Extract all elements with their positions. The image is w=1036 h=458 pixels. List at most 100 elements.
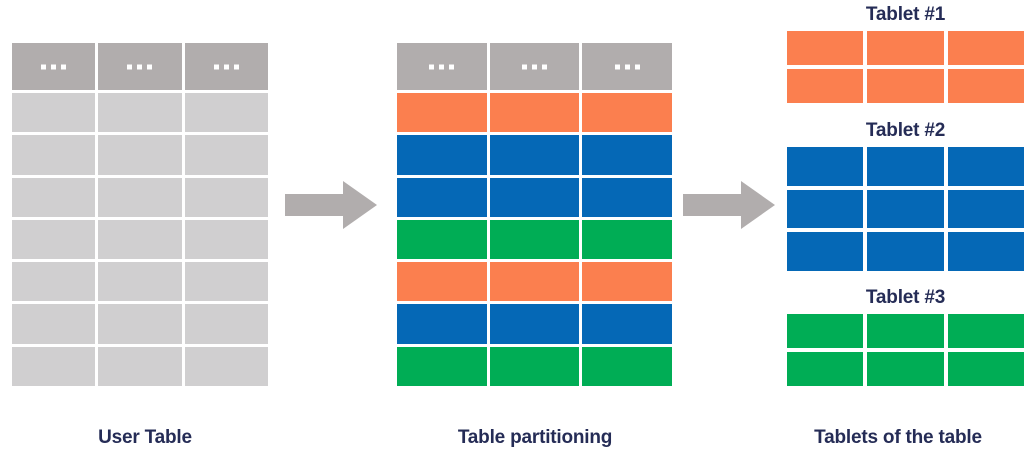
partitioned-table-cell bbox=[582, 177, 673, 217]
user-table-row bbox=[12, 93, 268, 133]
partitioned-table-row bbox=[397, 135, 673, 175]
user-table-cell bbox=[98, 177, 182, 217]
tablet-2-cell bbox=[947, 147, 1024, 186]
ellipsis-icon bbox=[582, 64, 672, 69]
user-table-cell bbox=[184, 304, 268, 344]
partitioned-table-cell bbox=[582, 93, 673, 133]
tablet-3-table bbox=[787, 314, 1024, 386]
partitioned-table-cell bbox=[582, 135, 673, 175]
user-table-cell bbox=[12, 304, 96, 344]
ellipsis-icon bbox=[490, 64, 580, 69]
partitioned-table-row bbox=[397, 93, 673, 133]
partitioned-table-row bbox=[397, 346, 673, 386]
user-table-cell bbox=[12, 93, 96, 133]
tablet-1-title: Tablet #1 bbox=[865, 4, 946, 25]
tablet-2-cell bbox=[787, 189, 864, 229]
partitioned-table-cell bbox=[397, 262, 487, 302]
tablet-3-cell bbox=[787, 352, 864, 386]
ellipsis-icon bbox=[185, 64, 268, 69]
tablet-1-table bbox=[787, 31, 1024, 103]
user-table-cell bbox=[184, 177, 268, 217]
user-table-cell bbox=[98, 135, 182, 175]
user-table-row bbox=[12, 346, 268, 386]
user-table-cell bbox=[184, 262, 268, 302]
user-table-header-row bbox=[12, 43, 268, 90]
partitioned-table-cell bbox=[489, 346, 580, 386]
user-table-header-cell bbox=[184, 43, 268, 90]
tablet-3-cell bbox=[867, 352, 944, 386]
partitioned-table-header-row bbox=[397, 43, 673, 90]
user-table-cell bbox=[12, 219, 96, 260]
user-table-row bbox=[12, 219, 268, 260]
user-table-cell bbox=[184, 93, 268, 133]
partitioned-table-cell bbox=[489, 262, 580, 302]
partitioned-table-cell bbox=[397, 304, 487, 344]
caption-user-table: User Table bbox=[98, 427, 192, 448]
user-table-cell bbox=[184, 219, 268, 260]
tablet-2-cell bbox=[867, 232, 944, 272]
user-table-row bbox=[12, 262, 268, 302]
partitioned-table-header-cell bbox=[582, 43, 673, 90]
user-table-header-cell bbox=[12, 43, 96, 90]
tablet-3-cell bbox=[947, 352, 1024, 386]
user-table-row bbox=[12, 135, 268, 175]
tablet-3-cell bbox=[787, 314, 864, 348]
partitioned-table-cell bbox=[489, 93, 580, 133]
user-table-cell bbox=[98, 93, 182, 133]
tablet-2-title: Tablet #2 bbox=[865, 120, 946, 141]
tablet-1-cell bbox=[947, 31, 1024, 65]
user-table-cell bbox=[184, 135, 268, 175]
tablet-3-title: Tablet #3 bbox=[865, 287, 946, 308]
tablet-3-row bbox=[787, 314, 1024, 348]
user-table-cell bbox=[12, 346, 96, 386]
user-table-cell bbox=[12, 262, 96, 302]
tablet-1-cell bbox=[867, 31, 944, 65]
tablet-3-cell bbox=[867, 314, 944, 348]
user-table-cell bbox=[98, 304, 182, 344]
partitioned-table-cell bbox=[397, 93, 487, 133]
tablet-1-row bbox=[787, 69, 1024, 103]
tablet-2-row bbox=[787, 147, 1024, 186]
partitioned-table-cell bbox=[489, 135, 580, 175]
partitioned-table-cell bbox=[397, 135, 487, 175]
user-table-cell bbox=[12, 177, 96, 217]
partitioned-table-cell bbox=[397, 177, 487, 217]
user-table-cell bbox=[98, 262, 182, 302]
tablet-2-cell bbox=[947, 232, 1024, 272]
partitioned-table-cell bbox=[489, 304, 580, 344]
user-table-cell bbox=[12, 135, 96, 175]
tablet-2-cell bbox=[947, 189, 1024, 229]
tablet-2-cell bbox=[867, 189, 944, 229]
tablet-2-row bbox=[787, 189, 1024, 229]
user-table bbox=[12, 43, 268, 386]
tablet-3-cell bbox=[947, 314, 1024, 348]
partitioned-table-row bbox=[397, 177, 673, 217]
tablet-2-table bbox=[787, 147, 1024, 272]
partitioned-table-cell bbox=[582, 219, 673, 260]
partitioned-table-cell bbox=[397, 346, 487, 386]
tablet-3-row bbox=[787, 352, 1024, 386]
caption-table-partitioning: Table partitioning bbox=[457, 427, 613, 448]
partitioned-table bbox=[397, 43, 673, 386]
user-table-row bbox=[12, 177, 268, 217]
tablet-2-cell bbox=[787, 232, 864, 272]
tablet-2-cell bbox=[787, 147, 864, 186]
user-table-row bbox=[12, 304, 268, 344]
partitioned-table-cell bbox=[582, 262, 673, 302]
partitioned-table-cell bbox=[397, 219, 487, 260]
partitioned-table-row bbox=[397, 304, 673, 344]
partitioned-table-row bbox=[397, 219, 673, 260]
arrow-table-to-partitioning-icon bbox=[285, 181, 377, 229]
partitioned-table-cell bbox=[582, 304, 673, 344]
partitioned-table-header-cell bbox=[397, 43, 487, 90]
arrow-partitioning-to-tablets-icon bbox=[683, 181, 775, 229]
user-table-header-cell bbox=[98, 43, 182, 90]
partitioned-table-cell bbox=[489, 177, 580, 217]
tablet-1-row bbox=[787, 31, 1024, 65]
ellipsis-icon bbox=[12, 64, 95, 69]
ellipsis-icon bbox=[98, 64, 181, 69]
partitioned-table-header-cell bbox=[489, 43, 580, 90]
tablet-1-cell bbox=[947, 69, 1024, 103]
tablet-2-cell bbox=[867, 147, 944, 186]
